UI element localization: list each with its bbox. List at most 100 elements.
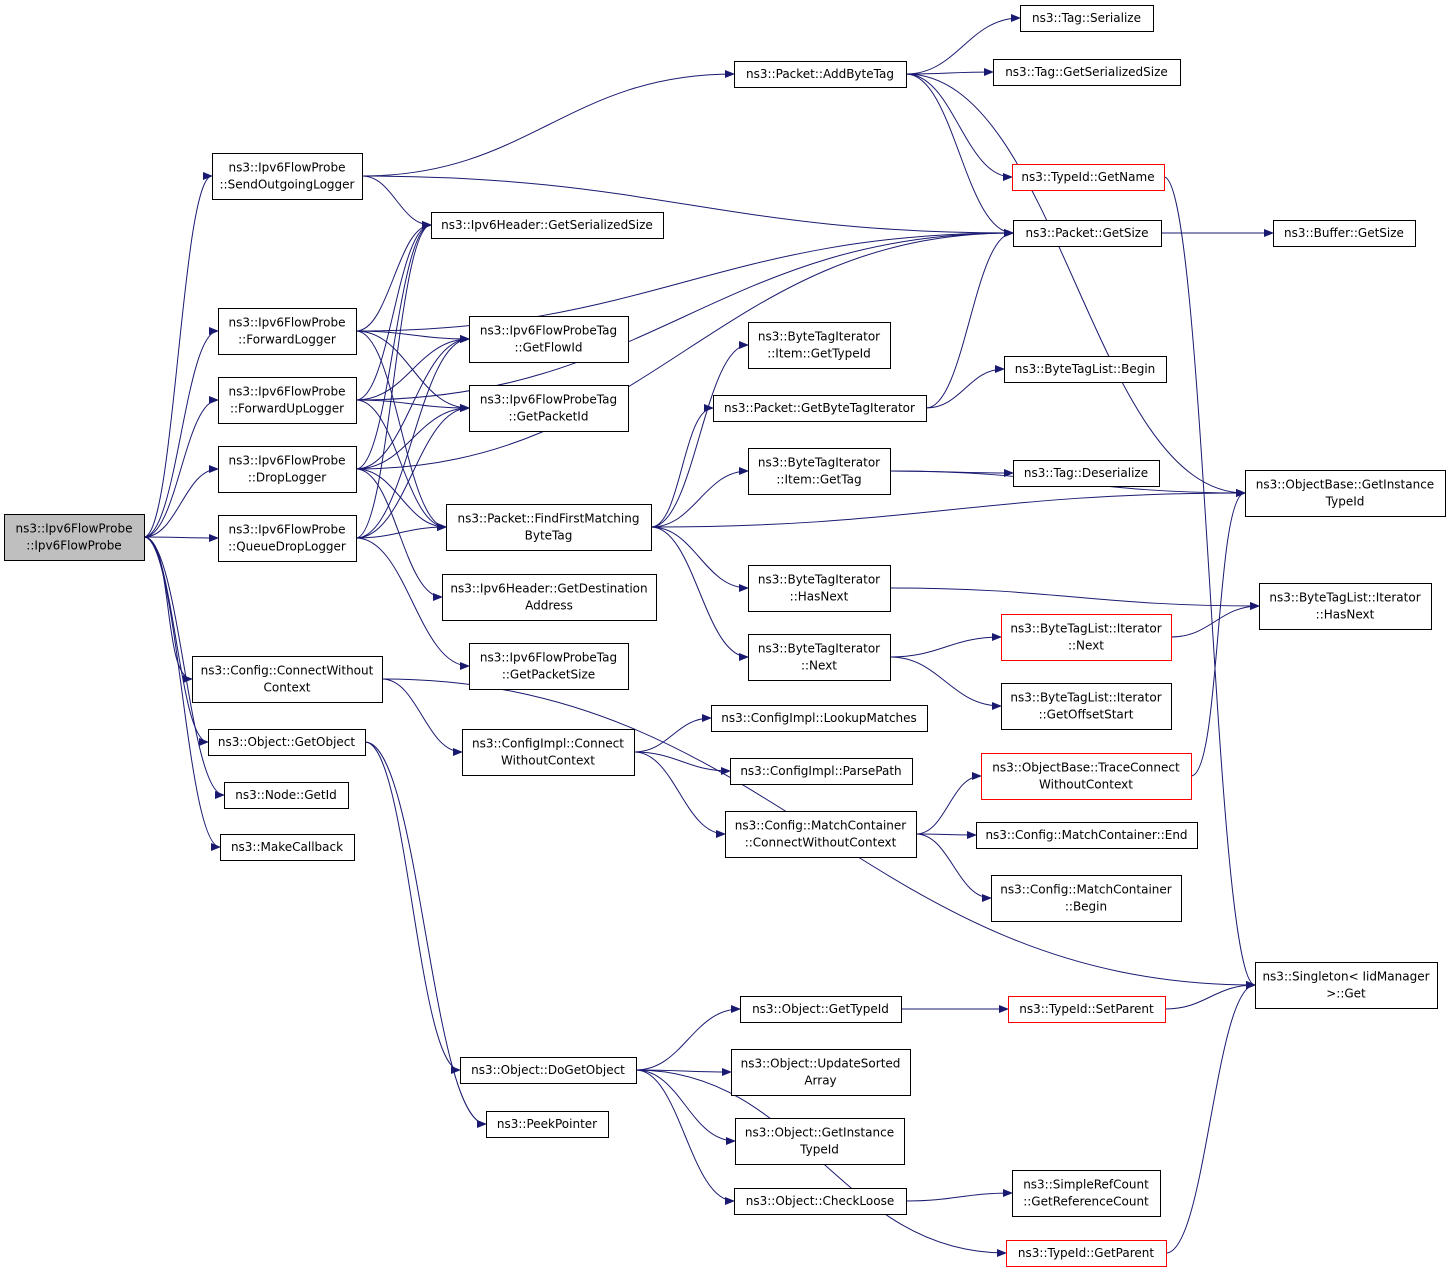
- node-object-get-type-id[interactable]: ns3::Object::GetTypeId: [740, 996, 902, 1023]
- node-box: [1245, 470, 1446, 517]
- node-label: ns3::ConfigImpl::LookupMatches: [721, 711, 917, 725]
- node-byte-tag-list-begin[interactable]: ns3::ByteTagList::Begin: [1004, 356, 1167, 383]
- node-label: ns3::ByteTagList::Iterator: [1010, 622, 1161, 636]
- node-configimpl-lookup-matches[interactable]: ns3::ConfigImpl::LookupMatches: [711, 705, 928, 732]
- node-label: WithoutContext: [1039, 778, 1133, 792]
- node-label: ::GetReferenceCount: [1023, 1195, 1149, 1209]
- node-box: [748, 565, 891, 612]
- node-box: [740, 996, 902, 1023]
- node-byte-tag-iterator-next[interactable]: ns3::ByteTagIterator::Next: [748, 634, 891, 681]
- node-label: ns3::Config::ConnectWithout: [201, 664, 374, 678]
- node-make-callback[interactable]: ns3::MakeCallback: [220, 834, 355, 861]
- node-queue-drop-logger[interactable]: ns3::Ipv6FlowProbe::QueueDropLogger: [218, 515, 357, 562]
- node-label: ns3::Config::MatchContainer: [735, 819, 906, 833]
- edge-root-to-config-connect-without-context: [143, 536, 193, 683]
- node-box: [462, 729, 635, 776]
- node-label: WithoutContext: [501, 754, 595, 768]
- node-label: ns3::TypeId::GetParent: [1018, 1246, 1154, 1260]
- node-label: ns3::ConfigImpl::Connect: [472, 737, 624, 751]
- node-match-container-end[interactable]: ns3::Config::MatchContainer::End: [976, 822, 1198, 849]
- edge-send-outgoing-logger-to-packet-get-size: [361, 175, 1014, 237]
- node-byte-tag-list-iterator-next[interactable]: ns3::ByteTagList::Iterator::Next: [1001, 614, 1172, 661]
- edge-root-to-send-outgoing-logger: [143, 172, 213, 538]
- node-singleton-iid-manager-get[interactable]: ns3::Singleton< IidManager>::Get: [1255, 962, 1438, 1009]
- node-label: ns3::Ipv6FlowProbe: [229, 454, 346, 468]
- node-box: [991, 875, 1182, 922]
- node-label: ns3::Ipv6FlowProbe: [229, 161, 346, 175]
- node-box: [993, 59, 1181, 86]
- node-packet-add-byte-tag[interactable]: ns3::Packet::AddByteTag: [734, 61, 907, 88]
- node-configimpl-connect-without-context[interactable]: ns3::ConfigImpl::ConnectWithoutContext: [462, 729, 635, 776]
- node-configimpl-parse-path[interactable]: ns3::ConfigImpl::ParsePath: [730, 758, 913, 785]
- node-box: [1273, 220, 1416, 247]
- node-byte-tag-iterator-has-next[interactable]: ns3::ByteTagIterator::HasNext: [748, 565, 891, 612]
- node-forward-up-logger[interactable]: ns3::Ipv6FlowProbe::ForwardUpLogger: [218, 377, 357, 424]
- node-label: ns3::Ipv6Header::GetSerializedSize: [441, 218, 653, 232]
- node-send-outgoing-logger[interactable]: ns3::Ipv6FlowProbe::SendOutgoingLogger: [212, 153, 363, 200]
- node-config-connect-without-context[interactable]: ns3::Config::ConnectWithoutContext: [192, 656, 383, 703]
- node-forward-logger[interactable]: ns3::Ipv6FlowProbe::ForwardLogger: [218, 308, 357, 355]
- node-ipv6-header-get-serialized-size[interactable]: ns3::Ipv6Header::GetSerializedSize: [431, 212, 664, 239]
- node-byte-tag-iterator-item-get-type-id[interactable]: ns3::ByteTagIterator::Item::GetTypeId: [748, 322, 891, 369]
- edge-type-id-set-parent-to-singleton-iid-manager-get: [1164, 981, 1256, 1010]
- node-label: ns3::Ipv6FlowProbeTag: [480, 393, 617, 407]
- node-tag-deserialize[interactable]: ns3::Tag::Deserialize: [1013, 460, 1160, 487]
- node-buffer-get-size[interactable]: ns3::Buffer::GetSize: [1273, 220, 1416, 247]
- node-label: ::Ipv6FlowProbe: [26, 539, 121, 553]
- node-label: ::GetPacketSize: [502, 668, 595, 682]
- edge-object-check-loose-to-simple-ref-count-get-reference-count: [905, 1189, 1013, 1202]
- node-label: ns3::Object::CheckLoose: [746, 1194, 894, 1208]
- node-tag-get-serialized-size[interactable]: ns3::Tag::GetSerializedSize: [993, 59, 1181, 86]
- node-box: [1013, 460, 1160, 487]
- node-flow-probe-tag-get-packet-id[interactable]: ns3::Ipv6FlowProbeTag::GetPacketId: [469, 385, 629, 432]
- node-simple-ref-count-get-reference-count[interactable]: ns3::SimpleRefCount::GetReferenceCount: [1012, 1170, 1161, 1217]
- node-label: ns3::Ipv6FlowProbeTag: [480, 651, 617, 665]
- node-match-container-begin[interactable]: ns3::Config::MatchContainer::Begin: [991, 875, 1182, 922]
- node-box: [1012, 1170, 1161, 1217]
- node-label: ::SendOutgoingLogger: [220, 178, 355, 192]
- node-box: [460, 1057, 637, 1084]
- edge-root-to-forward-up-logger: [143, 396, 219, 538]
- node-object-do-get-object[interactable]: ns3::Object::DoGetObject: [460, 1057, 637, 1084]
- node-packet-get-byte-tag-iterator[interactable]: ns3::Packet::GetByteTagIterator: [713, 395, 927, 422]
- edge-forward-up-logger-to-packet-get-size: [355, 229, 1014, 401]
- node-byte-tag-list-iterator-get-offset-start[interactable]: ns3::ByteTagList::Iterator::GetOffsetSta…: [1001, 683, 1172, 730]
- node-box: [981, 753, 1192, 800]
- edge-send-outgoing-logger-to-packet-add-byte-tag: [361, 70, 735, 177]
- node-peek-pointer[interactable]: ns3::PeekPointer: [486, 1111, 609, 1138]
- edge-packet-find-first-matching-byte-tag-to-object-base-get-instance-type-id: [650, 489, 1246, 528]
- node-byte-tag-iterator-item-get-tag[interactable]: ns3::ByteTagIterator::Item::GetTag: [748, 448, 891, 495]
- node-node-get-id[interactable]: ns3::Node::GetId: [224, 782, 349, 809]
- node-tag-serialize[interactable]: ns3::Tag::Serialize: [1020, 5, 1154, 32]
- edge-queue-drop-logger-to-flow-probe-tag-get-flow-id: [355, 335, 470, 539]
- nodes: ns3::Ipv6FlowProbe::Ipv6FlowProbens3::Ip…: [4, 5, 1446, 1267]
- node-drop-logger[interactable]: ns3::Ipv6FlowProbe::DropLogger: [218, 446, 357, 493]
- node-type-id-get-name[interactable]: ns3::TypeId::GetName: [1012, 164, 1165, 191]
- edge-queue-drop-logger-to-ipv6-header-get-serialized-size: [355, 221, 432, 539]
- node-box: [735, 1118, 905, 1165]
- node-label: Address: [525, 599, 573, 613]
- node-box: [734, 61, 907, 88]
- node-box: [218, 446, 357, 493]
- node-flow-probe-tag-get-packet-size[interactable]: ns3::Ipv6FlowProbeTag::GetPacketSize: [469, 643, 629, 690]
- node-byte-tag-list-iterator-has-next[interactable]: ns3::ByteTagList::Iterator::HasNext: [1259, 583, 1432, 630]
- node-label: ns3::Ipv6Header::GetDestination: [450, 582, 647, 596]
- node-packet-get-size[interactable]: ns3::Packet::GetSize: [1013, 220, 1162, 247]
- node-object-get-object[interactable]: ns3::Object::GetObject: [208, 729, 366, 756]
- node-match-container-connect-without-context[interactable]: ns3::Config::MatchContainer::ConnectWith…: [725, 811, 917, 858]
- node-box: [218, 308, 357, 355]
- node-flow-probe-tag-get-flow-id[interactable]: ns3::Ipv6FlowProbeTag::GetFlowId: [469, 316, 629, 363]
- node-box: [713, 395, 927, 422]
- node-label: ::GetFlowId: [514, 341, 582, 355]
- node-object-base-trace-connect-without-context[interactable]: ns3::ObjectBase::TraceConnectWithoutCont…: [981, 753, 1192, 800]
- node-type-id-get-parent[interactable]: ns3::TypeId::GetParent: [1006, 1240, 1167, 1267]
- node-label: ns3::ByteTagList::Iterator: [1010, 691, 1161, 705]
- node-type-id-set-parent[interactable]: ns3::TypeId::SetParent: [1008, 996, 1166, 1023]
- node-root[interactable]: ns3::Ipv6FlowProbe::Ipv6FlowProbe: [4, 514, 145, 561]
- node-object-check-loose[interactable]: ns3::Object::CheckLoose: [734, 1188, 907, 1215]
